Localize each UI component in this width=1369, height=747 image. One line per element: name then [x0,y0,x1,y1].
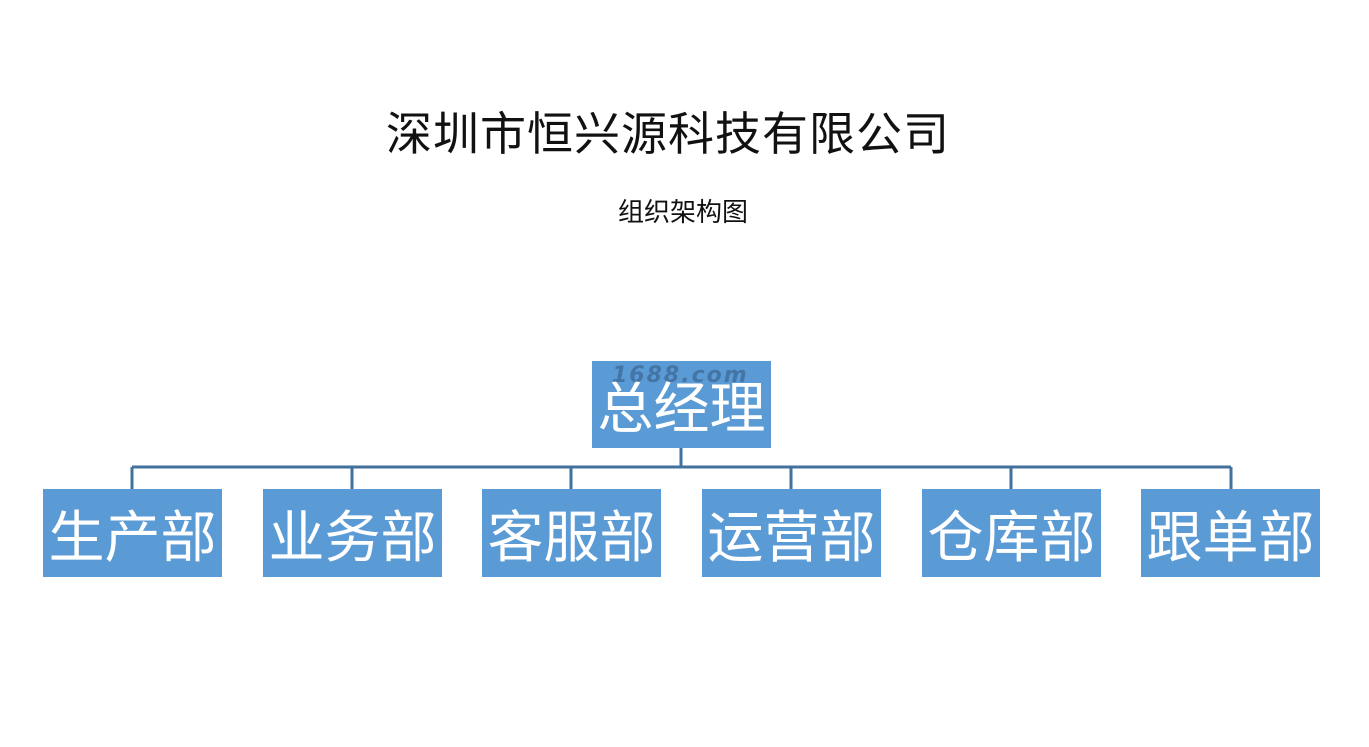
dept-box-sales: 业务部 [263,489,442,577]
dept-label: 业务部 [268,505,437,571]
dept-box-order-follow-up: 跟单部 [1141,489,1320,577]
dept-box-production: 生产部 [43,489,222,577]
dept-box-customer-service: 客服部 [482,489,661,577]
dept-label: 仓库部 [927,505,1096,571]
general-manager-label: 总经理 [597,377,766,442]
general-manager-box: 总经理 [592,361,771,448]
dept-label: 客服部 [487,505,656,571]
dept-box-warehouse: 仓库部 [922,489,1101,577]
dept-box-operations: 运营部 [702,489,881,577]
company-title: 深圳市恒兴源科技有限公司 [386,107,950,161]
dept-label: 运营部 [707,505,876,571]
dept-label: 跟单部 [1146,505,1315,571]
dept-label: 生产部 [48,505,217,571]
chart-subtitle: 组织架构图 [617,198,748,228]
watermark-logo: 1688.com [612,363,749,388]
